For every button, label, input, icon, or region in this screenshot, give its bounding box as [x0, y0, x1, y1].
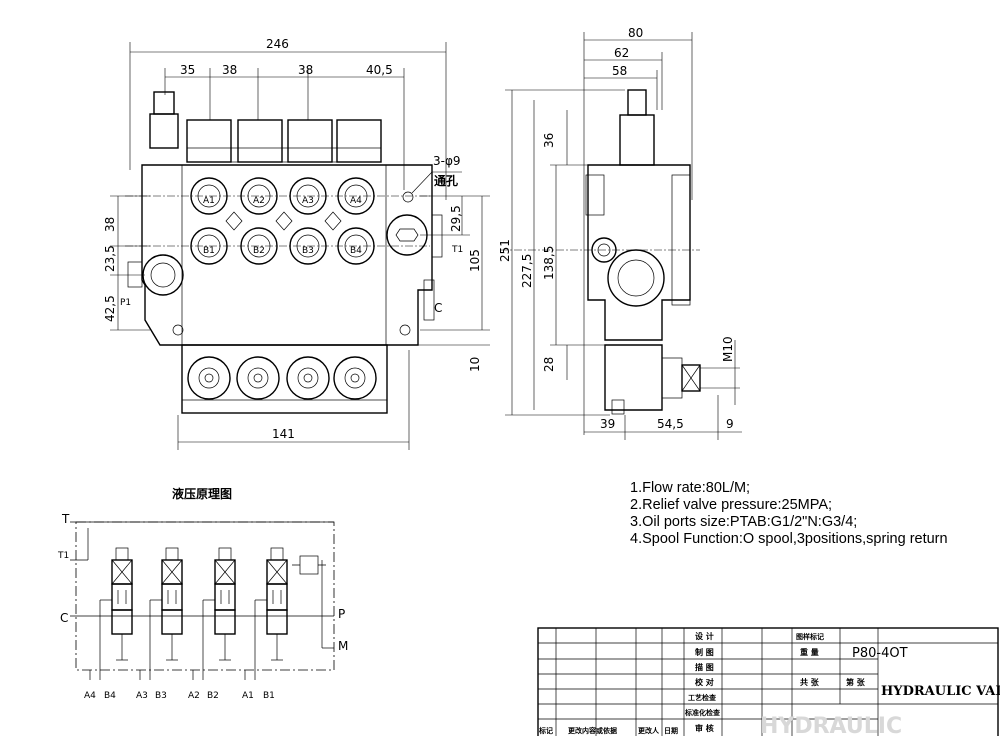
label-t1: T1 [57, 551, 69, 561]
port-c-label: C [434, 301, 442, 315]
port-a2-label: A2 [253, 196, 265, 206]
label-t: T [61, 512, 70, 526]
label-b4: B4 [104, 691, 116, 701]
port-a4-label: A4 [350, 196, 362, 206]
label-b2: B2 [207, 691, 219, 701]
side-dim-left-3: 36 [542, 133, 556, 148]
tb-weight: 重 量 [800, 647, 819, 657]
valve-body [141, 164, 433, 346]
tb-model: P80-4OT [852, 646, 908, 661]
side-dim-top-1: 80 [628, 26, 643, 40]
schematic-port-labels: A4 B4 A3 B3 A2 B2 A1 B1 [84, 691, 275, 701]
tb-total: 共 张 [800, 677, 820, 687]
label-b3: B3 [155, 691, 167, 701]
note-2: 2.Relief valve pressure:25MPA; [630, 497, 832, 513]
tb-drawn: 制 图 [695, 647, 714, 657]
tb-date: 日期 [664, 726, 678, 735]
tb-mark: 标记 [538, 726, 553, 735]
hole-note-2: 通孔 [434, 173, 458, 188]
label-c: C [60, 611, 68, 625]
label-p: P [338, 607, 345, 621]
label-a4: A4 [84, 691, 96, 701]
note-3: 3.Oil ports size:PTAB:G1/2"N:G3/4; [630, 514, 857, 530]
title-block: 设 计 制 图 描 图 校 对 工艺检查 标准化检查 审 核 图样标记 重 量 … [537, 627, 1000, 736]
tb-watermark: HYDRAULIC [760, 714, 902, 736]
side-dim-overall: 251 [498, 239, 512, 262]
relief-cap [153, 91, 175, 115]
tb-changer: 更改人 [638, 726, 660, 735]
label-a2: A2 [188, 691, 200, 701]
dim-overall-width: 246 [266, 37, 289, 51]
port-p1-label: P1 [120, 298, 131, 308]
dim-right-2: 105 [468, 249, 482, 272]
dim-top-3: 38 [298, 63, 313, 77]
tb-std-check: 标准化检查 [684, 708, 721, 717]
schematic-title: 液压原理图 [172, 486, 232, 501]
hydraulic-schematic: 液压原理图 T T1 C P M [57, 486, 348, 701]
tb-traced: 描 图 [695, 662, 714, 672]
port-p-circle [142, 254, 184, 296]
note-1: 1.Flow rate:80L/M; [630, 480, 750, 496]
side-body [587, 164, 691, 341]
thread-label: M10 [721, 336, 735, 362]
port-t1-label: T1 [451, 245, 463, 255]
note-4: 4.Spool Function:O spool,3positions,spri… [630, 531, 948, 547]
hole-note: 3-φ9 [433, 154, 461, 168]
side-dim-bottom-1: 39 [600, 417, 615, 431]
tb-sheet: 第 张 [846, 677, 866, 687]
port-b2-label: B2 [253, 246, 265, 256]
label-b1: B1 [263, 691, 275, 701]
port-a3-label: A3 [302, 196, 314, 206]
port-b1-label: B1 [203, 246, 215, 256]
tb-drawing-mark: 图样标记 [796, 632, 824, 641]
label-m: M [338, 639, 348, 653]
dim-top-1: 35 [180, 63, 195, 77]
tb-design: 设 计 [695, 631, 714, 641]
side-dim-left-2: 138,5 [542, 246, 556, 280]
side-dim-bottom-2: 54,5 [657, 417, 684, 431]
dim-right-3: 10 [468, 357, 482, 372]
side-dim-left-4: 28 [542, 357, 556, 372]
port-b3-label: B3 [302, 246, 314, 256]
dim-bottom: 141 [272, 427, 295, 441]
dim-top-4: 40,5 [366, 63, 393, 77]
spec-notes: 1.Flow rate:80L/M; 2.Relief valve pressu… [630, 480, 948, 547]
tb-name: HYDRAULIC VALVE [881, 684, 1000, 699]
dim-left-2: 23,5 [103, 245, 117, 272]
label-a3: A3 [136, 691, 148, 701]
side-dim-top-2: 62 [614, 46, 629, 60]
side-view: 80 62 58 251 227,5 138,5 36 28 [498, 26, 742, 440]
dim-top-2: 38 [222, 63, 237, 77]
tb-change: 更改内容或依据 [568, 726, 617, 735]
port-b4-label: B4 [350, 246, 362, 256]
tb-approved: 审 核 [695, 723, 714, 733]
label-a1: A1 [242, 691, 254, 701]
dim-left-3: 42,5 [103, 295, 117, 322]
dim-right-1: 29,5 [449, 205, 463, 232]
front-view: 246 35 38 38 40,5 A1 A2 A3 A4 [103, 37, 490, 450]
side-dim-left-1: 227,5 [520, 254, 534, 288]
port-a1-label: A1 [203, 196, 215, 206]
side-dim-bottom-3: 9 [726, 417, 734, 431]
side-dim-top-3: 58 [612, 64, 627, 78]
dim-left-1: 38 [103, 217, 117, 232]
tb-checked: 校 对 [695, 677, 714, 687]
tb-process-check: 工艺检查 [688, 693, 717, 702]
